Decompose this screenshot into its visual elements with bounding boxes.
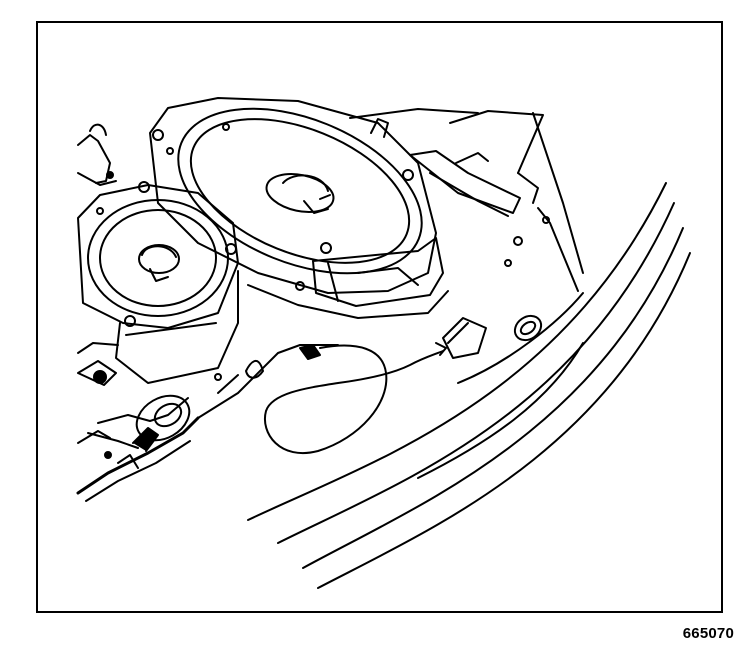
speaker-antenna-illustration — [76, 97, 691, 589]
wiring-harness — [76, 344, 339, 502]
upper-right-bracket — [349, 108, 584, 292]
round-speaker — [77, 181, 239, 384]
antenna-cable — [263, 314, 543, 454]
oval-speaker — [149, 97, 449, 319]
left-trim — [77, 123, 119, 354]
illustration-frame — [36, 21, 723, 613]
figure-number: 665070 — [682, 625, 734, 642]
body-panel-arcs — [247, 182, 691, 589]
